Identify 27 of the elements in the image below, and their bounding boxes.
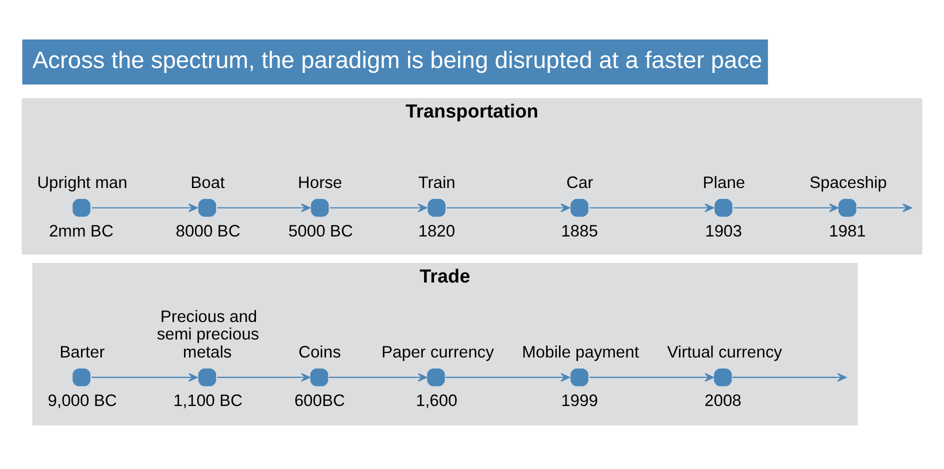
node-label: 1999 (561, 391, 598, 410)
node-label: 2mm BC (48, 222, 114, 241)
node-label: Boat (190, 172, 225, 192)
node-label: 600BC (294, 391, 346, 410)
node-label: Horse (298, 172, 342, 192)
node-label: Virtual currency (667, 342, 782, 362)
node-label: Upright man (37, 172, 128, 192)
node-label: 8000 BC (176, 222, 240, 241)
node-label: Precious and semi precious metals (156, 306, 260, 362)
node-label: Car (566, 172, 594, 192)
node-label: 2008 (704, 391, 742, 410)
node-label: Train (418, 172, 456, 192)
node-label: Paper currency (381, 342, 494, 362)
diagram-title: Across the spectrum, the paradigm is being disrupted at a faster pace (32, 48, 762, 74)
node-label: 1,100 BC (173, 391, 243, 410)
node-label: 1981 (829, 222, 866, 241)
node-label: 1820 (418, 222, 456, 241)
node-label: 1,600 (416, 391, 458, 410)
node-label: Barter (60, 342, 105, 362)
node-label: 1885 (561, 222, 598, 241)
node-label: 9,000 BC (48, 391, 117, 410)
node-label: Mobile payment (522, 342, 639, 362)
node-label: Spaceship (809, 172, 887, 192)
node-label: 1903 (705, 222, 742, 241)
node-label: Coins (298, 342, 341, 362)
node-label: 5000 BC (288, 222, 353, 241)
node-label: Plane (702, 172, 746, 192)
